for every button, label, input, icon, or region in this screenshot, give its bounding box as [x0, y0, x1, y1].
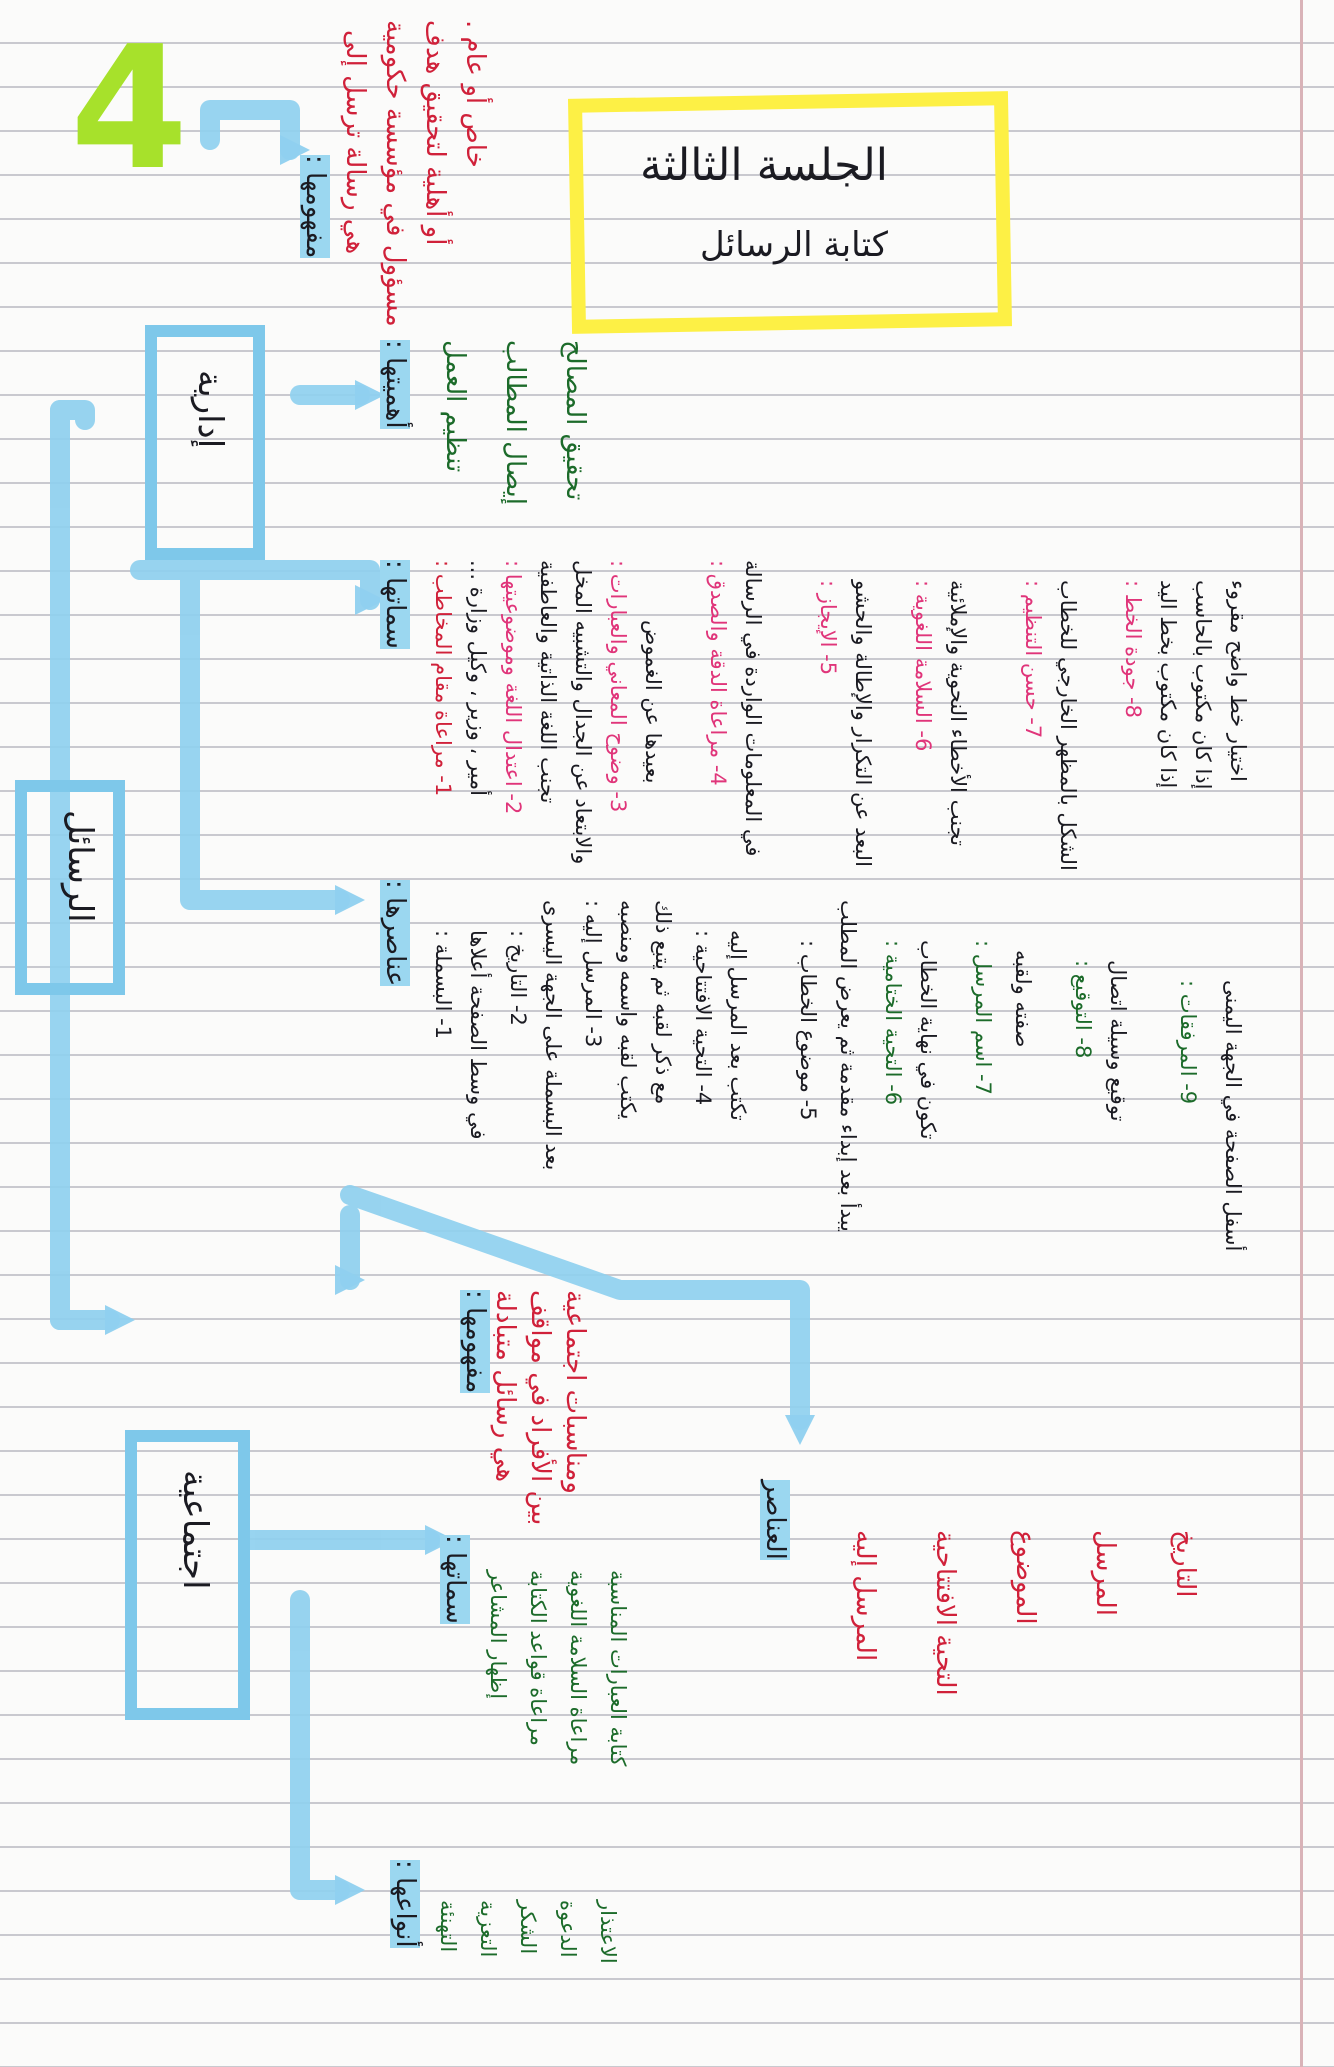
admin-feature-item: والابتعاد عن الجدال والتشبيه المخل	[571, 560, 595, 865]
arrow-head	[355, 380, 385, 410]
social-definition-line: ومناسبات اجتماعية	[560, 1290, 590, 1494]
admin-to-elements	[180, 560, 350, 910]
admin-element-item: يبدأ بعد إبداء مقدمة ثم يعرض المطلب	[836, 900, 860, 1232]
arrow-head	[280, 135, 310, 165]
arrow-head	[105, 1305, 135, 1335]
admin-definition-line: مسؤول في مؤسسة حكومية	[380, 20, 410, 327]
admin-elements-label: عناصرها :	[380, 880, 410, 987]
admin-element-item: يكتب لقبه واسمه ومنصبه	[616, 900, 640, 1120]
margin-line	[1300, 0, 1303, 2067]
admin-feature-item: 6- السلامة اللغوية :	[911, 580, 935, 752]
admin-feature-item: البعد عن التكرار والإطالة والحشو	[851, 580, 875, 867]
arrow-head	[335, 885, 365, 915]
admin-feature-item: في المعلومات الواردة في الرسالة	[741, 560, 765, 857]
social-type-item: التهنئة	[436, 1900, 460, 1953]
social-feature-item: مراعاة قواعد الكتابة	[526, 1570, 550, 1746]
admin-to-definition	[200, 100, 300, 160]
social-definition-label: مفهومها :	[460, 1290, 490, 1394]
admin-element-item: في وسط الصفحة أعلاها	[466, 930, 490, 1140]
arrow-head	[335, 1875, 365, 1905]
admin-goal-item: تنظيم العمل	[440, 340, 470, 473]
social-node	[125, 1430, 250, 1720]
social-features-label: سماتها :	[440, 1535, 470, 1624]
admin-element-item: 1- البسملة :	[431, 930, 455, 1040]
arrow-head	[355, 585, 385, 615]
admin-feature-item: 1- مراعاة مقام المخاطب :	[431, 560, 455, 797]
admin-element-item: مع ذكر لقبه ثم يتبع ذلك	[651, 900, 675, 1105]
admin-element-item: تكون في نهاية الخطاب	[916, 940, 940, 1140]
admin-label: إدارية	[190, 370, 230, 449]
admin-feature-item: بعيدها عن الغموض	[641, 620, 665, 784]
social-element-item: التحية الافتتاحية	[930, 1530, 960, 1696]
admin-element-item: توقيع وسيلة اتصال	[1106, 960, 1130, 1122]
social-definition-line: بين الأفراد في مواقف	[525, 1290, 555, 1526]
subtitle-text: كتابة الرسائل	[700, 225, 888, 265]
social-label: اجتماعية	[175, 1470, 215, 1590]
social-element-item: المرسل	[1090, 1530, 1120, 1616]
admin-node	[145, 325, 265, 560]
admin-goal-item: تحقيق المصالح	[560, 340, 590, 501]
social-element-item: التاريخ	[1170, 1530, 1200, 1598]
page-number: 4	[70, 10, 189, 208]
features-to-elements	[340, 1185, 810, 1430]
admin-element-item: أسفل الصفحة في الجهة اليمنى	[1221, 980, 1245, 1252]
social-types-label: أنواعها :	[390, 1860, 420, 1948]
social-definition-line: هي رسائل متبادلة	[490, 1290, 520, 1483]
admin-element-item: 9- المرفقات :	[1176, 980, 1200, 1105]
admin-feature-item: تجنب اللغة الذاتية والعاطفية	[536, 560, 560, 804]
admin-to-features	[130, 560, 380, 610]
admin-feature-item: 4- مراعاة الدقة والصدق :	[706, 560, 730, 786]
admin-element-item: صفته ولقبه	[1011, 950, 1035, 1048]
social-elements-label: العناصر	[760, 1480, 790, 1560]
admin-feature-item: 8- جودة الخط :	[1121, 580, 1145, 718]
admin-feature-item: الشكل بالمظهر الخارجي للخطاب	[1056, 580, 1080, 871]
social-feature-item: كتابة العبارات المناسبة	[606, 1570, 630, 1767]
admin-element-item: بعد البسملة على الجهة اليسرى	[541, 900, 565, 1171]
admin-goals-label: أهميتها :	[380, 340, 410, 429]
admin-definition-line: أو أهلية لتحقيق هدف	[420, 20, 450, 246]
admin-feature-item: أمير ، وزير ، وكيل وزارة ...	[466, 560, 490, 796]
root-node	[15, 780, 125, 995]
social-type-item: التعزية	[476, 1900, 500, 1958]
title-text: الجلسة الثالثة	[640, 140, 889, 191]
social-type-item: الاعتذار	[596, 1900, 620, 1964]
admin-element-item: 5- موضوع الخطاب :	[796, 940, 820, 1121]
admin-goal-item: إيصال المطالب	[500, 340, 530, 505]
admin-feature-item: 5- الإيجاز :	[816, 580, 840, 676]
arrow-head	[335, 1265, 365, 1295]
admin-feature-item: إذا كان مكتوب بخط اليد	[1156, 580, 1180, 789]
admin-element-item: 7- اسم المرسل :	[971, 940, 995, 1095]
admin-feature-item: 7- حسن التنظيم :	[1021, 580, 1045, 739]
admin-element-item: 3- المرسل إليه :	[581, 900, 605, 1048]
admin-definition-line: خاص أو عام .	[460, 20, 490, 168]
social-element-item: المرسل إليه	[850, 1530, 880, 1662]
admin-feature-item: اختيار خط واضح مقروء	[1226, 580, 1250, 782]
social-feature-item: مراعاة السلامة اللغوية	[566, 1570, 590, 1766]
social-feature-item: إظهار المشاعر	[486, 1570, 510, 1700]
social-type-item: الدعوة	[556, 1900, 580, 1958]
social-type-item: الشكر	[516, 1900, 540, 1955]
admin-feature-item: 3- وضوح المعاني والعبارات :	[606, 560, 630, 813]
social-to-types	[290, 1590, 350, 1900]
admin-element-item: 2- التاريخ :	[506, 930, 530, 1026]
admin-definition-label: مفهومها :	[300, 155, 330, 259]
admin-features-label: سماتها :	[380, 560, 410, 649]
title-box	[567, 91, 1013, 334]
admin-element-item: 6- التحية الختامية :	[881, 940, 905, 1106]
root-to-admin	[50, 400, 95, 430]
admin-feature-item: إذا كان مكتوب بالحاسب	[1191, 580, 1215, 790]
arrow-head	[785, 1415, 815, 1445]
admin-element-item: 4- التحية الافتتاحية :	[691, 930, 715, 1106]
admin-element-item: تكتب بعد المرسل إليه	[726, 930, 750, 1121]
admin-feature-item: 2- اعتدال اللغة وموضوعيتها :	[501, 560, 525, 815]
admin-element-item: 8- التوقيع :	[1071, 960, 1095, 1059]
admin-definition-line: هي رسالة ترسل إلى	[340, 30, 370, 255]
social-element-item: الموضوع	[1010, 1530, 1040, 1625]
admin-feature-item: تجنب الأخطاء النحوية والإملائية	[946, 580, 970, 846]
root-label: الرسائل	[60, 810, 100, 923]
